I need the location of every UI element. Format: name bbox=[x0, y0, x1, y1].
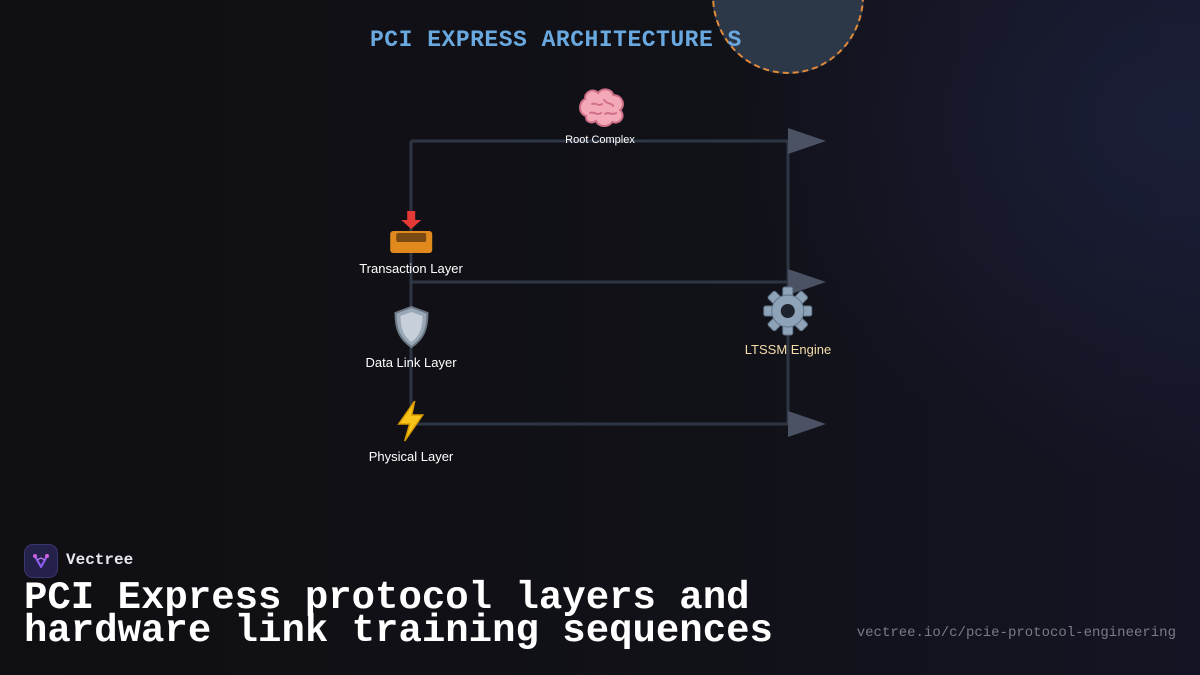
node-root-complex: Root Complex bbox=[565, 86, 635, 146]
arrowhead-bottom bbox=[788, 411, 826, 437]
arrowhead-middle bbox=[788, 269, 826, 295]
node-label: Transaction Layer bbox=[359, 261, 463, 276]
headline: PCI Express protocol layers and hardware… bbox=[24, 576, 773, 653]
brain-icon bbox=[576, 86, 624, 127]
shield-icon bbox=[393, 305, 429, 349]
brand-logo-icon bbox=[24, 544, 58, 578]
node-label: Root Complex bbox=[565, 134, 635, 146]
arrowhead-top bbox=[788, 128, 826, 154]
node-ltssm-engine: LTSSM Engine bbox=[745, 286, 831, 357]
node-data-link-layer: Data Link Layer bbox=[365, 305, 457, 370]
node-label: Physical Layer bbox=[368, 449, 454, 464]
node-physical-layer: Physical Layer bbox=[368, 399, 454, 464]
lightning-icon bbox=[397, 400, 425, 442]
source-url[interactable]: vectree.io/c/pcie-protocol-engineering bbox=[856, 625, 1176, 641]
brand-name: Vectree bbox=[66, 551, 134, 569]
node-label: LTSSM Engine bbox=[744, 342, 832, 357]
inbox-tray-icon bbox=[388, 211, 434, 255]
diagram-title: PCI EXPRESS ARCHITECTURE S bbox=[370, 27, 742, 53]
gear-icon bbox=[763, 286, 813, 336]
node-transaction-layer: Transaction Layer bbox=[359, 211, 463, 276]
node-label: Data Link Layer bbox=[365, 355, 457, 370]
